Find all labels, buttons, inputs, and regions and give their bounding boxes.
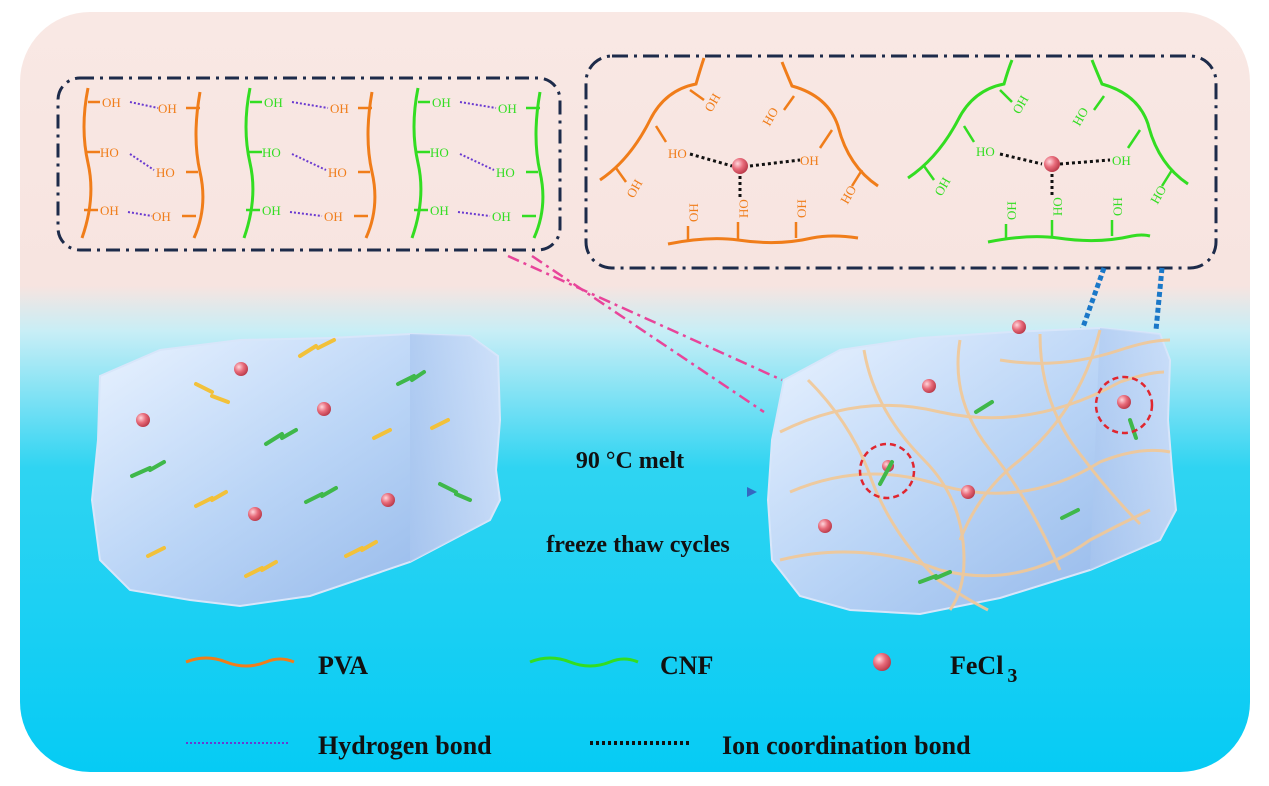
fe-ion-sphere <box>1044 156 1060 172</box>
fe-ion-sphere <box>1117 395 1131 409</box>
fe-ion-sphere <box>961 485 975 499</box>
ho-label: HO <box>976 144 995 159</box>
gel-block-before <box>90 332 502 608</box>
zoom-connector-line <box>507 254 783 382</box>
hydrogen-bond-box: OH HO OH OH HO OH OH HO OH OH HO OH <box>56 76 562 252</box>
oh-label: OH <box>1004 201 1019 220</box>
legend-ion-bond: Ion coordination bond <box>590 731 971 760</box>
oh-label: OH <box>264 95 283 110</box>
pva-pva-pair: OH HO OH OH HO OH <box>80 87 205 239</box>
ho-label: HO <box>156 165 175 180</box>
ho-label: HO <box>668 146 687 161</box>
oh-label: OH <box>800 153 819 168</box>
oh-label: OH <box>432 95 451 110</box>
oh-label: OH <box>430 203 449 218</box>
oh-label: OH <box>1110 197 1125 216</box>
zoom-connector-line <box>1153 267 1165 331</box>
coordination-highlight-circle <box>858 442 916 500</box>
fe-ion-sphere <box>1012 320 1026 334</box>
oh-label: OH <box>492 209 511 224</box>
oh-label: OH <box>794 199 809 218</box>
step-melt-label: 90 °C melt <box>576 448 684 474</box>
coordination-highlight-circle <box>1094 375 1154 435</box>
oh-label: OH <box>324 209 343 224</box>
legend-hydrogen-bond-label: Hydrogen bond <box>318 731 492 760</box>
pva-swatch <box>185 656 295 668</box>
oh-label: OH <box>262 203 281 218</box>
oh-label: OH <box>102 95 121 110</box>
fe-ion-sphere <box>732 158 748 174</box>
oh-label: OH <box>1112 153 1131 168</box>
cnf-swatch <box>529 656 639 668</box>
legend-pva-label: PVA <box>318 651 368 680</box>
process-arrow: 90 °C melt freeze thaw cycles <box>508 448 757 558</box>
fe-ion-sphere <box>317 402 331 416</box>
ho-label: HO <box>736 199 751 218</box>
ion-coordination-box: OH HO OH HO OH HO OH HO OH <box>584 54 1218 270</box>
zoom-connector-line <box>531 254 765 414</box>
ho-label: HO <box>262 145 281 160</box>
ho-label: HO <box>1050 197 1065 216</box>
zoom-connector-line <box>1079 267 1107 331</box>
gel-block-after <box>766 320 1178 616</box>
ho-label: HO <box>100 145 119 160</box>
oh-label: OH <box>152 209 171 224</box>
legend-hydrogen-bond: Hydrogen bond <box>186 731 492 760</box>
ho-label: HO <box>430 145 449 160</box>
fe-ion-sphere <box>818 519 832 533</box>
fe-ion-sphere <box>873 653 891 671</box>
step-freeze-thaw-label: freeze thaw cycles <box>546 532 729 558</box>
oh-label: OH <box>100 203 119 218</box>
legend-cnf: CNF <box>529 651 713 680</box>
ho-label: HO <box>328 165 347 180</box>
fe-ion-sphere <box>381 493 395 507</box>
oh-label: OH <box>330 101 349 116</box>
cnf-cnf-pair: OH HO OH OH HO OH <box>410 87 545 239</box>
fe-ion-sphere <box>248 507 262 521</box>
oh-label: OH <box>498 101 517 116</box>
oh-label: OH <box>158 101 177 116</box>
fe-ion-sphere <box>922 379 936 393</box>
legend-cnf-label: CNF <box>660 651 713 680</box>
ho-label: HO <box>496 165 515 180</box>
legend-pva: PVA <box>185 651 368 680</box>
fe-ion-sphere <box>136 413 150 427</box>
legend-ion-bond-label: Ion coordination bond <box>722 731 971 760</box>
fe-ion-sphere <box>234 362 248 376</box>
cnf-fe-complex: OH HO OH HO OH HO OH HO OH <box>907 59 1189 244</box>
cnf-pva-pair: OH HO OH OH HO OH <box>242 87 377 239</box>
polymer-network <box>779 329 1171 612</box>
oh-label: OH <box>686 203 701 222</box>
